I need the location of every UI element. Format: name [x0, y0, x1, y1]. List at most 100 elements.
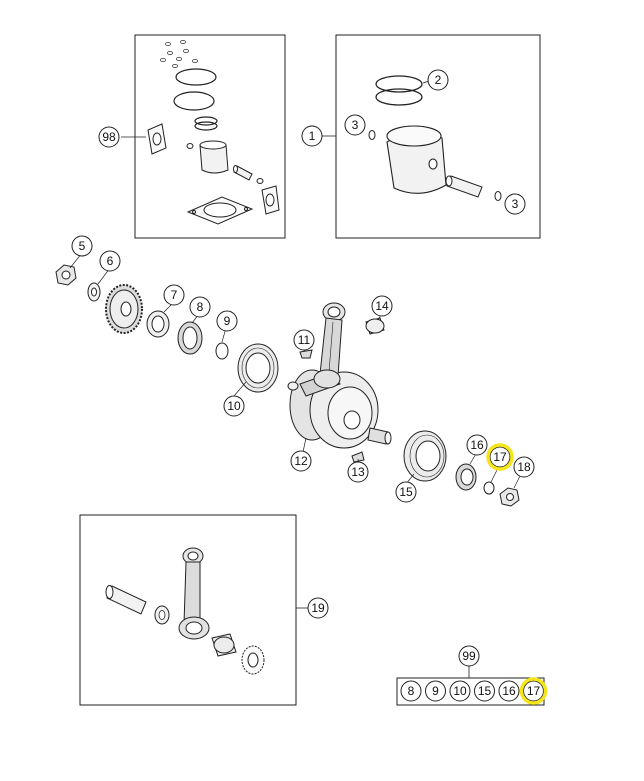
- gasket-ring-2: [173, 91, 215, 111]
- kit-99-item-circle: [523, 680, 544, 702]
- callout-circle: [301, 125, 323, 147]
- callout-circle: [71, 235, 93, 257]
- piston-pin: [445, 175, 483, 198]
- callout-circle: [189, 296, 211, 318]
- callout-c99: 99: [458, 645, 480, 667]
- callout-c3a: 3: [344, 114, 366, 136]
- main-bearing-left: [237, 343, 279, 393]
- callout-label: 16: [470, 438, 484, 452]
- callout-label: 6: [107, 254, 114, 268]
- callout-circle: [163, 284, 185, 306]
- piston-body: [386, 125, 447, 194]
- kit-99-item: 17: [519, 677, 548, 705]
- callout-circle: [98, 126, 120, 148]
- callout-circle: [307, 597, 329, 619]
- kit-99-item-label: 15: [478, 684, 492, 698]
- callout-circle: [344, 114, 366, 136]
- callout-label: 98: [102, 130, 116, 144]
- callout-c6: 6: [99, 250, 121, 272]
- callout-circle: [290, 450, 312, 472]
- conrod-kit-box: [79, 514, 308, 706]
- kit-99-item-circle: [474, 680, 495, 702]
- callout-label: 2: [435, 73, 442, 87]
- kit-99-item-circle: [425, 680, 446, 702]
- gasket-large-ring: [175, 68, 217, 86]
- callout-c5: 5: [71, 235, 93, 257]
- callout-label: 12: [294, 454, 308, 468]
- side-gasket: [261, 185, 280, 215]
- callout-c17: 17: [486, 443, 514, 471]
- woodruff-key-2: [351, 451, 365, 463]
- kit-99-item-circle: [498, 680, 520, 702]
- kit-99-item-circle: [400, 680, 422, 702]
- small-end-bearing: [365, 317, 385, 335]
- callout-label: 99: [462, 649, 476, 663]
- gasket-kit-dots: [160, 40, 198, 69]
- callout-circle: [489, 446, 511, 468]
- callout-circle: [347, 461, 369, 483]
- crankshaft-group: [55, 264, 520, 507]
- kit-99-item: 9: [425, 680, 446, 702]
- callout-label: 18: [517, 460, 531, 474]
- conrod-kit-pin: [105, 585, 147, 615]
- kit-99-item-label: 8: [408, 684, 415, 698]
- callout-label: 19: [311, 601, 325, 615]
- gasket-ring-3: [194, 116, 218, 126]
- callout-c19: 19: [307, 597, 329, 619]
- callout-c9: 9: [216, 310, 238, 332]
- callout-circle: [466, 434, 488, 456]
- callout-circle: [513, 456, 535, 478]
- callout-label: 3: [352, 118, 359, 132]
- highlight-ring: [486, 443, 514, 471]
- callout-c3b: 3: [504, 193, 526, 215]
- callout-c16: 16: [466, 434, 488, 456]
- callout-circle: [216, 310, 238, 332]
- callout-circle: [371, 295, 393, 317]
- callout-c14: 14: [371, 295, 393, 317]
- callout-c10: 10: [223, 395, 245, 417]
- callout-c11: 11: [293, 329, 315, 351]
- callout-label: 13: [351, 465, 365, 479]
- conrod-kit-bearing: [211, 633, 237, 657]
- callout-circle: [395, 481, 417, 503]
- callout-label: 5: [79, 239, 86, 253]
- callout-circle: [223, 395, 245, 417]
- callout-label: 14: [375, 299, 389, 313]
- callout-c1: 1: [301, 125, 323, 147]
- callout-circle: [99, 250, 121, 272]
- gasket-kit-pin: [233, 165, 264, 184]
- piston-rings: [375, 75, 423, 106]
- kit-99-item-label: 17: [527, 684, 541, 698]
- primary-gear: [105, 284, 143, 334]
- connecting-rod: [313, 302, 346, 389]
- callout-c15: 15: [395, 481, 417, 503]
- kit-99-item: 10: [449, 680, 471, 702]
- callout-circle: [427, 69, 449, 91]
- conrod-kit-thrust-washer: [241, 645, 265, 675]
- callout-label: 9: [224, 314, 231, 328]
- main-bearing-right: [403, 430, 447, 482]
- callout-label: 11: [298, 333, 311, 347]
- piston-box: [322, 34, 541, 239]
- callout-label: 17: [493, 450, 507, 464]
- callout-label: 8: [197, 300, 204, 314]
- pin-clip-left: [368, 130, 376, 140]
- callout-c98: 98: [98, 126, 120, 148]
- callout-label: 3: [512, 197, 519, 211]
- callout-label: 7: [171, 288, 178, 302]
- callout-circle: [504, 193, 526, 215]
- base-gasket: [186, 196, 254, 225]
- highlight-ring: [519, 677, 548, 705]
- pin-clip-right: [494, 191, 502, 201]
- callout-c2: 2: [427, 69, 449, 91]
- o-ring-left: [215, 342, 229, 360]
- woodruff-key: [299, 349, 313, 359]
- kit-99-item: 8: [400, 680, 422, 702]
- kit-99-item-label: 16: [502, 684, 516, 698]
- callout-c8: 8: [189, 296, 211, 318]
- kit-99-item-circle: [449, 680, 471, 702]
- kit-99-item: 16: [498, 680, 520, 702]
- o-ring-right: [483, 481, 495, 495]
- gasket-kit-box: [121, 34, 286, 239]
